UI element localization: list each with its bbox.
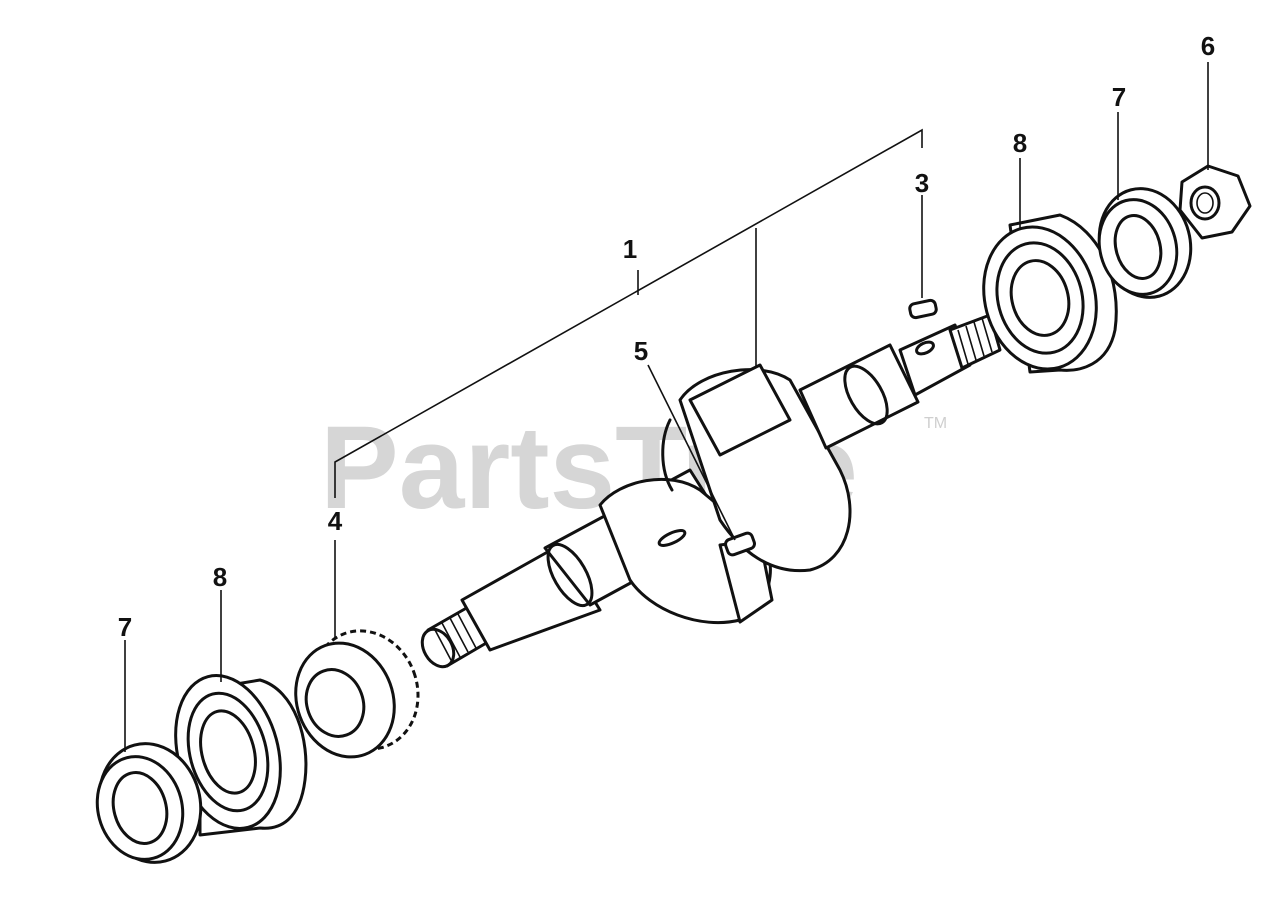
bearing-left [174, 674, 308, 837]
callout-7a: 7 [1112, 82, 1126, 112]
key-part [908, 298, 938, 320]
callout-6: 6 [1201, 31, 1215, 61]
crankshaft [420, 313, 1002, 669]
callout-5: 5 [634, 336, 648, 366]
callout-1: 1 [623, 234, 637, 264]
assembly-bracket [334, 128, 923, 640]
leader-lines [124, 62, 1209, 752]
oil-seal-left [95, 742, 203, 864]
woodruff-key-part [724, 531, 756, 557]
hex-nut [1178, 164, 1252, 240]
callout-7b: 7 [118, 612, 132, 642]
callout-8a: 8 [1013, 128, 1027, 158]
callout-3: 3 [915, 168, 929, 198]
oil-seal-right [1097, 187, 1193, 299]
callout-4: 4 [328, 506, 343, 536]
bearing-right [982, 213, 1118, 374]
callout-8b: 8 [213, 562, 227, 592]
watermark-trademark: TM [924, 415, 947, 432]
crank-gear [294, 629, 420, 759]
